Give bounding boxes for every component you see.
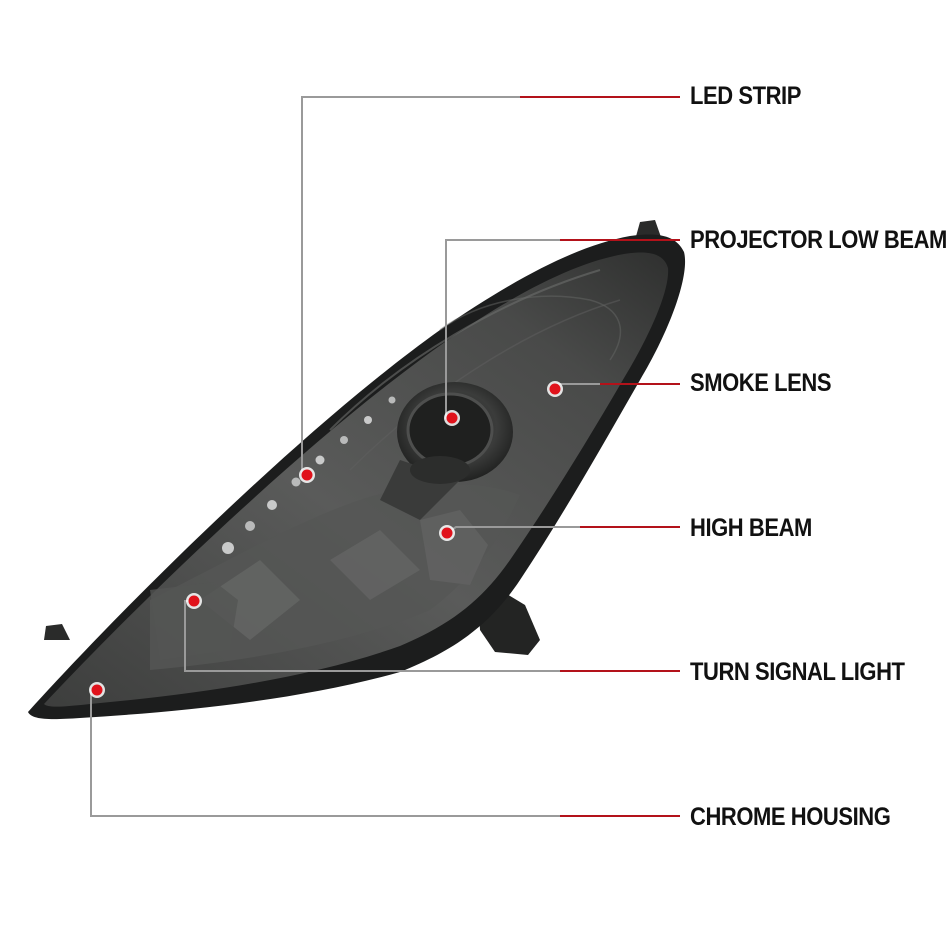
label-led-strip: LED STRIP <box>690 82 801 110</box>
headlight-housing <box>28 220 686 720</box>
marker-smoke-lens <box>547 381 563 397</box>
label-turn-signal-light: TURN SIGNAL LIGHT <box>690 658 905 686</box>
label-smoke-lens: SMOKE LENS <box>690 369 832 397</box>
marker-led-strip <box>299 467 315 483</box>
mounting-tab-left <box>44 624 70 640</box>
label-projector-low-beam: PROJECTOR LOW BEAM <box>690 226 947 254</box>
turn-signal-area <box>150 582 238 660</box>
label-high-beam: HIGH BEAM <box>690 514 812 542</box>
marker-projector-low-beam <box>444 410 460 426</box>
callout-markers <box>89 381 563 698</box>
label-chrome-housing: CHROME HOUSING <box>690 803 891 831</box>
marker-turn-signal-light <box>186 593 202 609</box>
marker-high-beam <box>439 525 455 541</box>
led-strip <box>222 396 396 554</box>
projector-low-beam <box>380 382 513 520</box>
marker-chrome-housing <box>89 682 105 698</box>
high-beam-reflector <box>420 510 488 585</box>
